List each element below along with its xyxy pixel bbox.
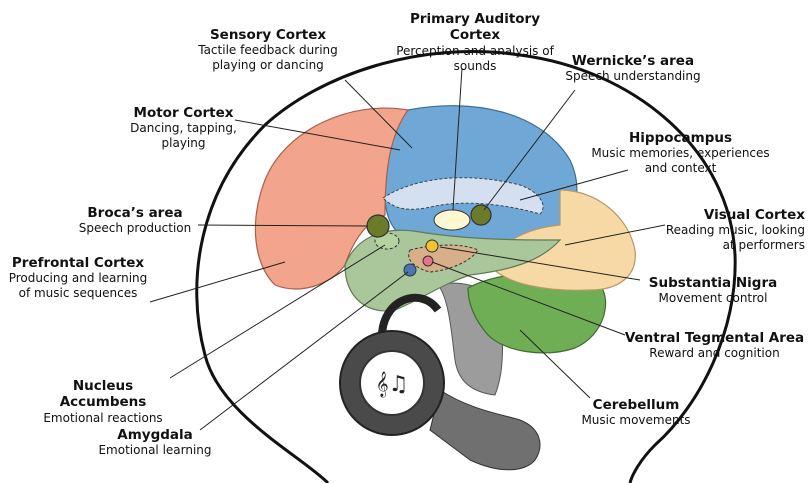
leader-prefrontal <box>150 262 285 302</box>
vta-title: Ventral Tegmental Area <box>622 330 807 346</box>
amygdala-title: Amygdala <box>90 427 220 443</box>
label-ventral-tegmental-area: Ventral Tegmental Area Reward and cognit… <box>622 330 807 361</box>
auditory-cortex-desc: Perception and analysis of sounds <box>390 44 560 73</box>
nucleus-accumbens-desc: Emotional reactions <box>28 411 178 426</box>
label-motor-cortex: Motor Cortex Dancing, tapping, playing <box>126 105 241 151</box>
substantia-nigra-dot <box>426 240 438 252</box>
wernicke-dot <box>471 205 491 225</box>
auditory-cortex-oval <box>434 210 470 230</box>
label-wernicke-area: Wernicke’s area Speech understanding <box>558 53 708 84</box>
prefrontal-cortex-title: Prefrontal Cortex <box>4 255 152 271</box>
label-cerebellum: Cerebellum Music movements <box>566 397 706 428</box>
wernicke-area-title: Wernicke’s area <box>558 53 708 69</box>
label-sensory-cortex: Sensory Cortex Tactile feedback during p… <box>193 27 343 73</box>
label-visual-cortex: Visual Cortex Reading music, looking at … <box>655 207 805 253</box>
label-broca-area: Broca’s area Speech production <box>70 205 200 236</box>
motor-cortex-title: Motor Cortex <box>126 105 241 121</box>
visual-cortex-desc: Reading music, looking at performers <box>655 223 805 252</box>
cerebellum-title: Cerebellum <box>566 397 706 413</box>
sensory-cortex-title: Sensory Cortex <box>193 27 343 43</box>
headphone-arm <box>430 390 540 470</box>
broca-area-desc: Speech production <box>70 221 200 236</box>
wernicke-area-desc: Speech understanding <box>558 69 708 84</box>
cerebellum-desc: Music movements <box>566 413 706 428</box>
sensory-cortex-desc: Tactile feedback during playing or danci… <box>193 43 343 72</box>
label-amygdala: Amygdala Emotional learning <box>90 427 220 458</box>
visual-cortex-title: Visual Cortex <box>655 207 805 223</box>
label-prefrontal-cortex: Prefrontal Cortex Producing and learning… <box>4 255 152 301</box>
hippocampus-title: Hippocampus <box>588 130 773 146</box>
music-notes-icon: 𝄞♫ <box>376 371 409 397</box>
vta-dot <box>423 256 433 266</box>
substantia-nigra-desc: Movement control <box>638 291 788 306</box>
prefrontal-cortex-desc: Producing and learning of music sequence… <box>4 271 152 300</box>
label-substantia-nigra: Substantia Nigra Movement control <box>638 275 788 306</box>
auditory-cortex-title: Primary Auditory Cortex <box>390 11 560 44</box>
label-nucleus-accumbens: Nucleus Accumbens Emotional reactions <box>28 378 178 426</box>
vta-desc: Reward and cognition <box>622 346 807 361</box>
motor-cortex-desc: Dancing, tapping, playing <box>126 121 241 150</box>
amygdala-desc: Emotional learning <box>90 443 220 458</box>
broca-area-title: Broca’s area <box>70 205 200 221</box>
nucleus-accumbens-title: Nucleus Accumbens <box>28 378 178 411</box>
label-hippocampus: Hippocampus Music memories, experiences … <box>588 130 773 176</box>
substantia-nigra-title: Substantia Nigra <box>638 275 788 291</box>
broca-dot <box>367 215 389 237</box>
hippocampus-desc: Music memories, experiences and context <box>588 146 773 175</box>
label-auditory-cortex: Primary Auditory Cortex Perception and a… <box>390 11 560 73</box>
